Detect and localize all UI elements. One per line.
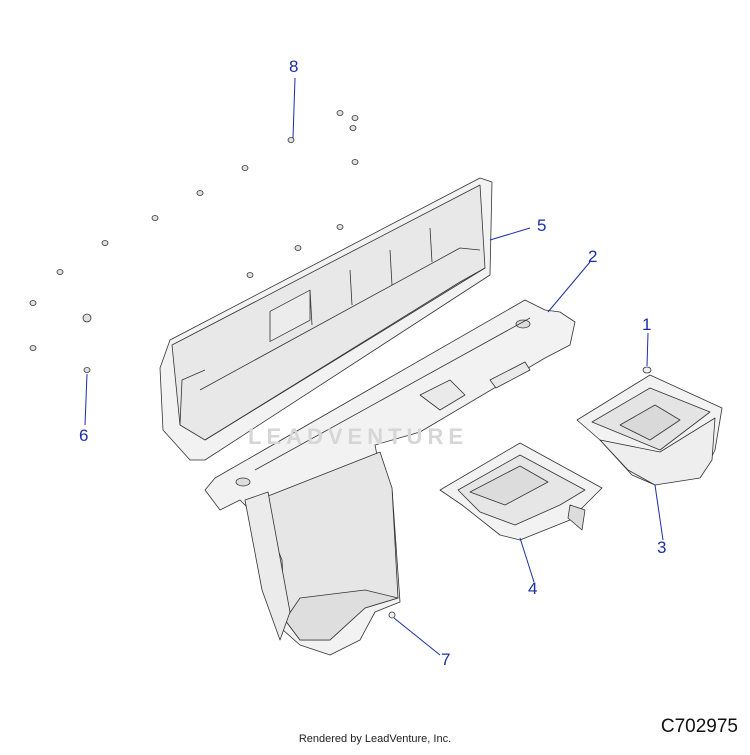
diagram-id: C702975 [660,716,738,737]
part-2-floor-pan [204,299,576,656]
part-5-back-panel [159,177,493,461]
callout-6: 6 [79,426,89,445]
part-6-8-fasteners [29,110,359,373]
part-7-fastener [388,611,396,619]
callout-3: 3 [657,538,667,557]
callout-5: 5 [537,216,547,235]
part-3-storage-box [576,374,723,486]
callout-4: 4 [528,579,538,598]
leader-lines [84,77,664,656]
callout-1: 1 [642,315,652,334]
render-credit: Rendered by LeadVenture, Inc. [298,733,452,745]
part-1-plug [642,366,652,374]
callout-7: 7 [441,650,451,669]
callout-2: 2 [588,247,598,266]
watermark: LEADVENTURE [248,424,469,449]
part-4-tray [439,442,603,541]
callout-8: 8 [289,57,299,76]
